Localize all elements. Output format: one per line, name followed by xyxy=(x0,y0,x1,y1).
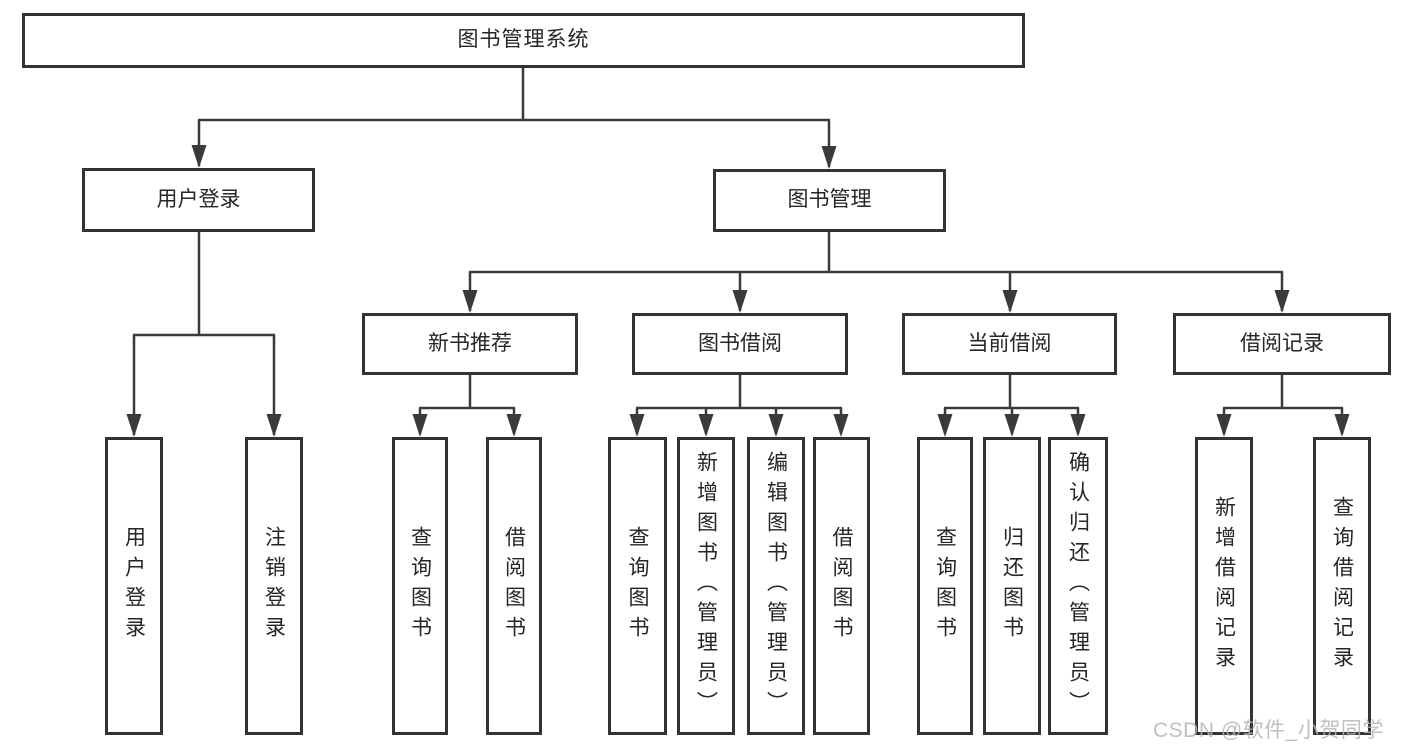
node-book-borrow: 图书借阅 xyxy=(632,313,848,375)
node-current-borrow: 当前借阅 xyxy=(902,313,1117,375)
leaf-user-login: 用户登录 xyxy=(105,437,163,735)
leaf-nb-query-books: 查询图书 xyxy=(392,437,448,735)
leaf-bb-add-books-admin: 新增图书（管理员） xyxy=(677,437,735,735)
node-new-book-rec: 新书推荐 xyxy=(362,313,578,375)
leaf-bb-edit-books-admin: 编辑图书（管理员） xyxy=(747,437,805,735)
leaf-cb-confirm-return-admin: 确认归还（管理员） xyxy=(1048,437,1108,735)
leaf-bb-query-books: 查询图书 xyxy=(608,437,667,735)
leaf-br-query-record: 查询借阅记录 xyxy=(1313,437,1371,735)
node-book-mgmt: 图书管理 xyxy=(713,169,946,232)
leaf-nb-borrow-books: 借阅图书 xyxy=(486,437,542,735)
leaf-cb-query-books: 查询图书 xyxy=(917,437,973,735)
leaf-logout-login: 注销登录 xyxy=(245,437,303,735)
leaf-br-add-record: 新增借阅记录 xyxy=(1195,437,1253,735)
node-borrow-record: 借阅记录 xyxy=(1173,313,1391,375)
leaf-bb-borrow-books: 借阅图书 xyxy=(813,437,870,735)
watermark: CSDN @软件_小贺同学 xyxy=(1153,719,1384,742)
node-root: 图书管理系统 xyxy=(22,13,1025,68)
node-user-login: 用户登录 xyxy=(82,168,315,232)
leaf-cb-return-books: 归还图书 xyxy=(983,437,1041,735)
